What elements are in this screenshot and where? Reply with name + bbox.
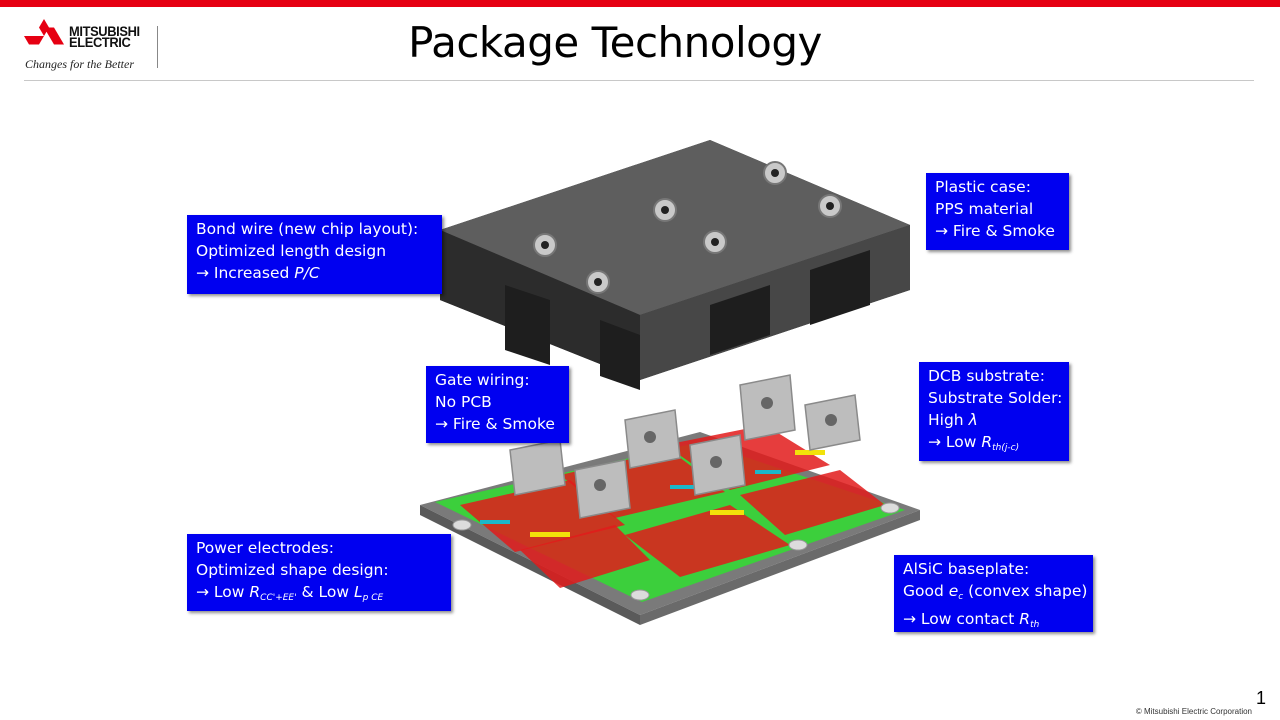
copyright-notice: © Mitsubishi Electric Corporation xyxy=(1135,707,1252,716)
power-module-illustration xyxy=(420,140,920,625)
callout-gate-wiring: Gate wiring: No PCB → Fire & Smoke xyxy=(426,366,569,443)
plastic-case-shape xyxy=(440,140,910,390)
callout-alsic-baseplate: AlSiC baseplate: Good ec (convex shape) … xyxy=(894,555,1093,632)
page-title: Package Technology xyxy=(408,18,822,67)
logo-divider xyxy=(157,26,158,68)
callout-dcb-substrate: DCB substrate: Substrate Solder: High λ … xyxy=(919,362,1069,461)
callout-power-electrodes: Power electrodes: Optimized shape design… xyxy=(187,534,451,611)
three-diamonds-icon xyxy=(24,19,64,45)
callout-plastic-case: Plastic case: PPS material → Fire & Smok… xyxy=(926,173,1069,250)
brand-tagline: Changes for the Better xyxy=(25,57,134,71)
top-red-bar xyxy=(0,0,1280,7)
callout-bond-wire: Bond wire (new chip layout): Optimized l… xyxy=(187,215,442,294)
page-number: 1 xyxy=(1256,688,1267,708)
title-divider xyxy=(24,80,1254,81)
